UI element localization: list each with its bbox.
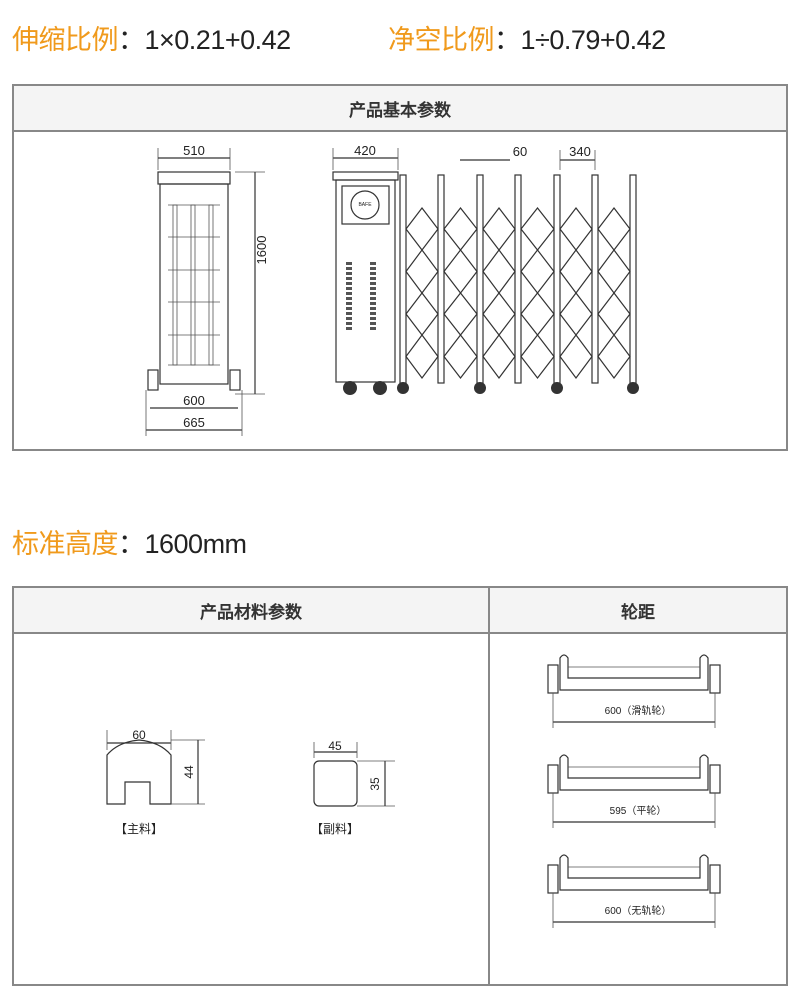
cabinet-vent xyxy=(370,327,376,330)
cabinet-vent xyxy=(346,262,352,265)
wheelbase-title: 轮距 xyxy=(490,588,786,634)
material-wheel-drawing: 60 44 【主料】 45 35 【副料】 600（滑轨轮） 595（平轮） 6… xyxy=(106,654,721,928)
lattice-diamond xyxy=(520,207,555,379)
lattice-diamond xyxy=(597,207,631,380)
cabinet-vent xyxy=(346,277,352,280)
gate-post xyxy=(514,174,522,384)
lattice-diamond xyxy=(405,207,439,380)
side-bar xyxy=(190,204,196,366)
telescopic-ratio: 伸缩比例：1×0.21+0.42 xyxy=(12,18,291,57)
standard-height-label: 标准高度 xyxy=(12,529,119,560)
post-spacing-label: 340 xyxy=(569,144,591,159)
axle xyxy=(559,654,709,691)
wheel-right xyxy=(709,664,721,694)
side-height-label: 1600 xyxy=(254,236,269,265)
cabinet-vent xyxy=(370,307,376,310)
telescopic-ratio-value: ：1×0.21+0.42 xyxy=(118,25,291,55)
gate-wheel xyxy=(474,382,486,394)
cabinet-vent xyxy=(370,292,376,295)
cabinet-vent xyxy=(370,262,376,265)
cabinet-vent xyxy=(346,292,352,295)
axle xyxy=(559,854,709,891)
basic-params-table: 产品基本参数 xyxy=(12,84,788,451)
wheel-left xyxy=(547,864,559,894)
secondary-width-label: 45 xyxy=(328,739,342,753)
gate-post xyxy=(629,174,637,384)
cabinet-width-label: 420 xyxy=(354,143,376,158)
side-overall-width-label: 665 xyxy=(183,415,205,430)
side-bar xyxy=(172,204,178,366)
gate-post xyxy=(553,174,561,384)
cabinet-vent xyxy=(370,302,376,305)
side-wheel-base-label: 600 xyxy=(183,393,205,408)
wheel-left xyxy=(547,764,559,794)
clear-ratio-label: 净空比例 xyxy=(388,25,495,56)
wheel-right xyxy=(709,864,721,894)
gate-post xyxy=(399,174,407,384)
cabinet-vent xyxy=(346,312,352,315)
lattice-diamond xyxy=(443,207,478,379)
gate-wheel xyxy=(551,382,563,394)
cabinet-vent xyxy=(346,302,352,305)
cabinet-vent xyxy=(346,327,352,330)
front-view-drawing xyxy=(332,148,639,395)
secondary-profile-drawing xyxy=(313,742,395,807)
side-top-width-label: 510 xyxy=(183,143,205,158)
secondary-height-label: 35 xyxy=(368,777,382,791)
standard-height-value: ：1600mm xyxy=(118,529,247,559)
cabinet-vent xyxy=(370,282,376,285)
material-params-title: 产品材料参数 xyxy=(14,588,488,634)
gate-post xyxy=(476,174,484,384)
clear-ratio: 净空比例：1÷0.79+0.42 xyxy=(388,18,666,57)
lattice-diamond xyxy=(482,207,516,380)
side-bar xyxy=(208,204,214,366)
wheelbase-label-3: 600（无轨轮） xyxy=(605,904,672,917)
clear-ratio-value: ：1÷0.79+0.42 xyxy=(494,25,666,55)
cabinet-vent xyxy=(370,312,376,315)
cabinet-vent xyxy=(346,322,352,325)
cabinet-vent xyxy=(346,287,352,290)
telescopic-ratio-label: 伸缩比例 xyxy=(12,25,119,56)
cabinet-vent xyxy=(346,297,352,300)
cabinet-badge: BAFE xyxy=(358,202,372,208)
standard-height: 标准高度：1600mm xyxy=(12,522,247,561)
cabinet-vent xyxy=(370,287,376,290)
gate-post xyxy=(591,174,599,384)
wheel-right xyxy=(709,764,721,794)
secondary-profile-label: 【副料】 xyxy=(311,822,359,836)
gate-wheel xyxy=(397,382,409,394)
cabinet-vent xyxy=(370,277,376,280)
main-profile-label: 【主料】 xyxy=(115,822,163,836)
wheel-left xyxy=(547,664,559,694)
cabinet-vent xyxy=(346,307,352,310)
cabinet-vent xyxy=(346,267,352,270)
cabinet-vent xyxy=(346,272,352,275)
gate-post xyxy=(437,174,445,384)
cabinet-vent xyxy=(370,317,376,320)
axle xyxy=(559,754,709,791)
cabinet-vent xyxy=(346,282,352,285)
lattice-diamond xyxy=(559,207,593,380)
main-height-label: 44 xyxy=(182,765,196,779)
cabinet-vent xyxy=(370,322,376,325)
cabinet-vent xyxy=(370,272,376,275)
cabinet-vent xyxy=(370,267,376,270)
wheelbase-label-1: 600（滑轨轮） xyxy=(605,704,672,717)
wheelbase-table: 轮距 xyxy=(488,586,788,986)
gate-wheel xyxy=(627,382,639,394)
wheelbase-label-2: 595（平轮） xyxy=(610,804,667,817)
gate-drawing: 510 1600 600 665 BAFE 420 60 340 xyxy=(145,143,639,436)
post-width-label: 60 xyxy=(513,144,527,159)
basic-params-title: 产品基本参数 xyxy=(14,86,786,132)
cabinet-vent xyxy=(370,297,376,300)
cabinet-vent xyxy=(346,317,352,320)
main-profile-drawing xyxy=(106,730,205,805)
side-view-drawing xyxy=(145,148,265,436)
main-width-label: 60 xyxy=(132,728,146,742)
